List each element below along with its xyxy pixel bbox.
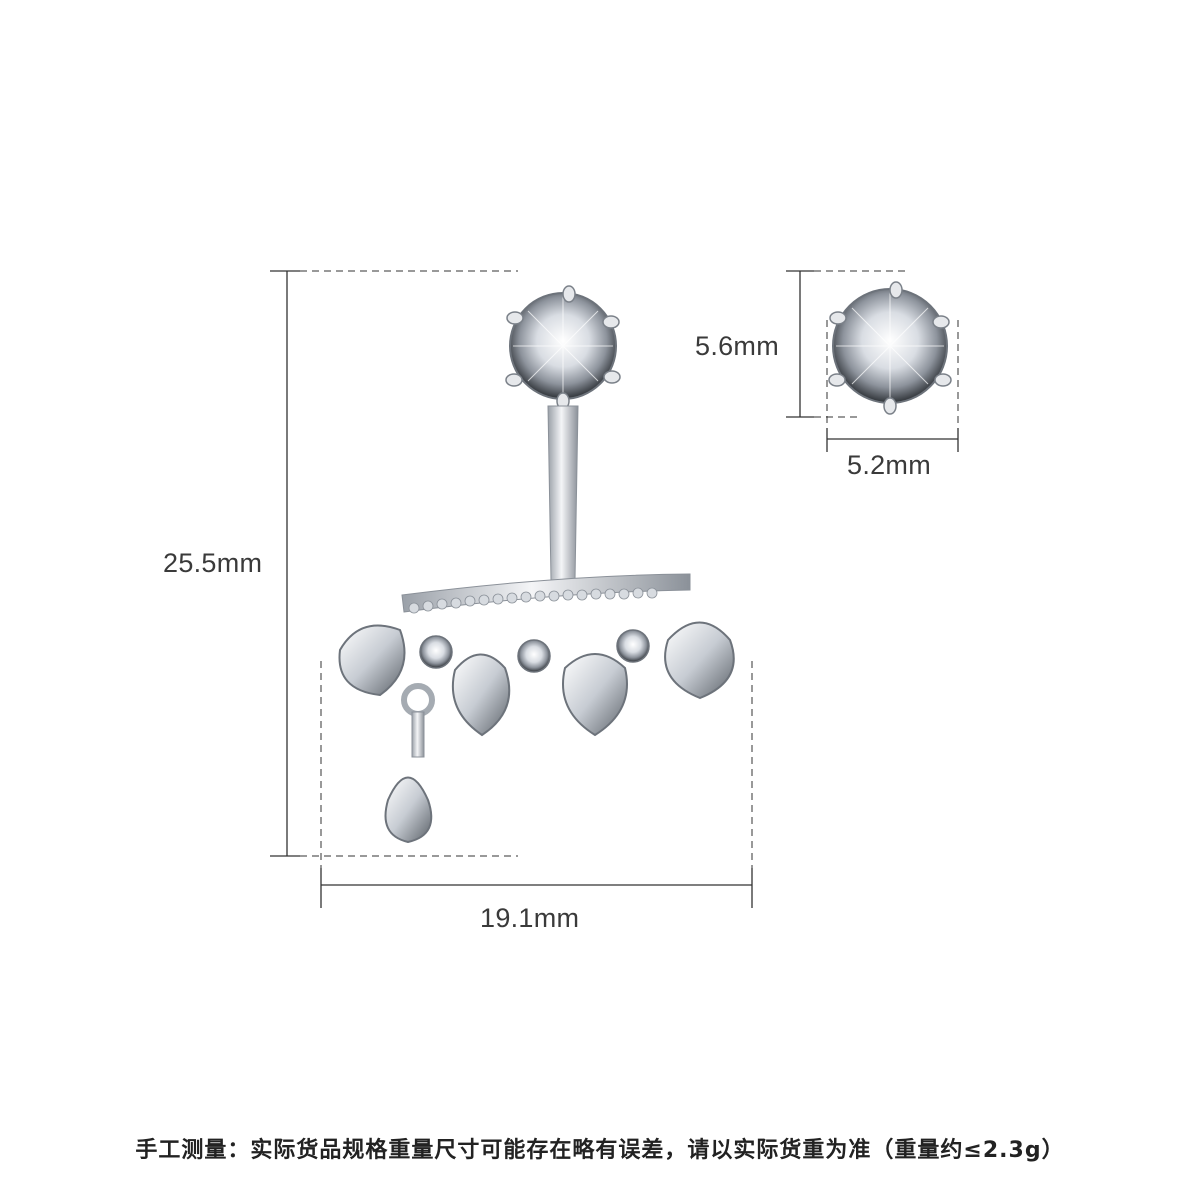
stud-width-dimension-line (826, 320, 959, 452)
pear-gems (338, 621, 735, 844)
stud-height-dimension-line (786, 270, 910, 418)
small-round-gems (419, 629, 650, 673)
stud-height-label: 5.6mm (695, 331, 780, 361)
stud-width-label: 5.2mm (847, 450, 932, 480)
width-dimension-line (320, 661, 753, 908)
stud-image (828, 281, 952, 415)
measurement-note: 手工测量：实际货品规格重量尺寸可能存在略有误差，请以实际货重为准（重量约≤2.3… (135, 1138, 1065, 1163)
height-label: 25.5mm (163, 548, 263, 578)
top-stud-gem (505, 285, 621, 410)
height-dimension-line (270, 270, 518, 857)
width-label: 19.1mm (480, 903, 580, 933)
earring-jacket-image (338, 285, 735, 844)
